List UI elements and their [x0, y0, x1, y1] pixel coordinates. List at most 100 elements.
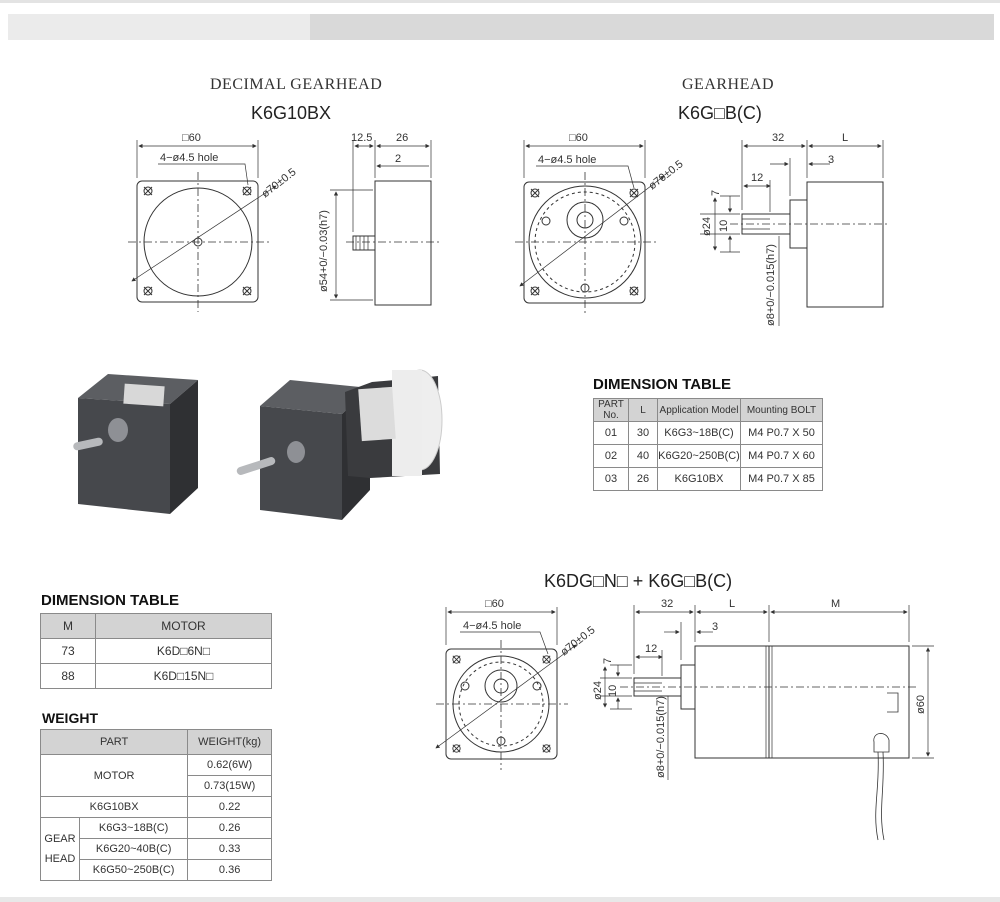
mount-hole-icon: [242, 286, 252, 296]
cell: K6G10BX: [657, 467, 741, 491]
dimension-table-1-title: DIMENSION TABLE: [593, 376, 732, 393]
cell: 40: [628, 444, 658, 468]
cell: 0.33: [187, 838, 272, 860]
right-dim-12: 12: [751, 172, 763, 184]
right-dim-square: □60: [569, 132, 588, 144]
right-dim-10: 10: [718, 220, 730, 232]
bottom-dim-L: L: [729, 598, 735, 610]
cell: 26: [628, 467, 658, 491]
bottom-dim-shaft: ø8+0/−0.015(h7): [655, 696, 667, 778]
right-dim-circle: ø70±0.5: [646, 158, 685, 192]
bottom-rule: [0, 897, 1000, 902]
cell: 03: [593, 467, 629, 491]
mount-hole-icon: [242, 186, 252, 196]
col-part-no: PART No.: [593, 398, 629, 422]
dimension-table-2: M MOTOR 73 K6D□6N□ 88 K6D□15N□: [40, 613, 272, 689]
left-drawing-model: K6G10BX: [251, 103, 332, 123]
col-mounting-bolt: Mounting BOLT: [740, 398, 823, 422]
cell: 73: [40, 638, 96, 664]
table-row: 02 40 K6G20~250B(C) M4 P0.7 X 60: [593, 444, 823, 468]
cell: 0.22: [187, 796, 272, 818]
bottom-dim-M: M: [831, 598, 840, 610]
left-drawing-subtitle: DECIMAL GEARHEAD: [210, 76, 383, 93]
table-row: 01 30 K6G3~18B(C) M4 P0.7 X 50: [593, 421, 823, 445]
right-side-view: [700, 140, 890, 326]
col-weight: WEIGHT(kg): [187, 729, 272, 755]
left-dim-12-5: 12.5: [351, 132, 372, 144]
table-row: 88 K6D□15N□: [40, 663, 272, 689]
col-application-model: Application Model: [657, 398, 741, 422]
weight-table-title: WEIGHT: [42, 710, 98, 726]
bottom-front-view: [435, 607, 577, 770]
bottom-dim-12: 12: [645, 643, 657, 655]
left-dim-2: 2: [395, 153, 401, 165]
col-l: L: [628, 398, 658, 422]
cell: K6G10BX: [39, 796, 189, 818]
table-row: K6G20~40B(C) 0.33: [41, 838, 272, 860]
gear-label: GEAR: [44, 833, 76, 845]
cell: K6G3~18B(C): [78, 817, 189, 839]
right-dim-shaft: ø8+0/−0.015(h7): [765, 244, 777, 326]
motor-label: MOTOR: [39, 754, 189, 797]
bottom-dim-24: ø24: [592, 681, 604, 700]
bottom-dim-circle: ø70±0.5: [558, 624, 597, 658]
right-front-view: [515, 140, 665, 313]
table-row: K6G50~250B(C) 0.36: [41, 859, 272, 881]
bottom-dim-10: 10: [607, 685, 619, 697]
left-dim-hole: 4−ø4.5 hole: [160, 152, 218, 164]
gear-head-label: GEAR HEAD: [40, 817, 80, 881]
cell: M4 P0.7 X 60: [740, 444, 823, 468]
cell: K6G50~250B(C): [78, 859, 189, 881]
header-band-right: [310, 14, 994, 40]
bottom-dim-60: ø60: [915, 695, 927, 714]
col-part: PART: [39, 729, 189, 755]
cell: 88: [40, 663, 96, 689]
left-dim-26: 26: [396, 132, 408, 144]
cell: K6G3~18B(C): [657, 421, 741, 445]
header-band-left: [8, 14, 310, 40]
bottom-dim-7: 7: [602, 658, 614, 664]
table-row: 73 K6D□6N□: [40, 638, 272, 664]
table-row: 03 26 K6G10BX M4 P0.7 X 85: [593, 467, 823, 491]
right-drawing-subtitle: GEARHEAD: [682, 76, 774, 93]
cell: M4 P0.7 X 85: [740, 467, 823, 491]
right-drawing-model: K6G□B(C): [678, 103, 762, 123]
dimension-table-2-title: DIMENSION TABLE: [41, 592, 180, 609]
gearhead-photo: [73, 374, 198, 514]
cell: 0.36: [187, 859, 272, 881]
cell: K6D□6N□: [95, 638, 272, 664]
right-dim-3: 3: [828, 154, 834, 166]
cell: 0.73(15W): [187, 775, 272, 797]
cell: M4 P0.7 X 50: [740, 421, 823, 445]
table-row: K6G10BX 0.22: [39, 796, 272, 818]
cell: K6G20~250B(C): [657, 444, 741, 468]
bottom-drawing-model: K6DG□N□ + K6G□B(C): [544, 571, 733, 591]
left-front-view: [128, 140, 277, 312]
weight-table: PART WEIGHT(kg) MOTOR 0.62(6W) 0.73(15W)…: [39, 729, 272, 881]
table-row: MOTOR 0.62(6W): [39, 754, 272, 797]
cell: 02: [593, 444, 629, 468]
right-dim-24: ø24: [701, 217, 713, 236]
cell: 01: [593, 421, 629, 445]
right-dim-32: 32: [772, 132, 784, 144]
bottom-dim-3: 3: [712, 621, 718, 633]
left-dim-square: □60: [182, 132, 201, 144]
cell: 0.26: [187, 817, 272, 839]
bottom-side-view: [600, 605, 934, 841]
right-dim-hole: 4−ø4.5 hole: [538, 154, 596, 166]
left-side-view: [330, 140, 440, 306]
table-row: GEAR HEAD K6G3~18B(C) 0.26: [40, 817, 272, 881]
bottom-dim-32: 32: [661, 598, 673, 610]
left-dim-circle: ø70±0.5: [259, 166, 298, 200]
dimension-table-1: PART No. L Application Model Mounting BO…: [593, 398, 823, 491]
mount-hole-icon: [143, 286, 153, 296]
cell: 30: [628, 421, 658, 445]
left-dim-shaft: ø54+0/−0.03(h7): [318, 210, 330, 292]
mount-hole-icon: [143, 186, 153, 196]
right-dim-7: 7: [710, 190, 722, 196]
head-label: HEAD: [44, 853, 76, 865]
right-dim-L: L: [842, 132, 848, 144]
col-motor: MOTOR: [95, 613, 272, 639]
bottom-dim-square: □60: [485, 598, 504, 610]
